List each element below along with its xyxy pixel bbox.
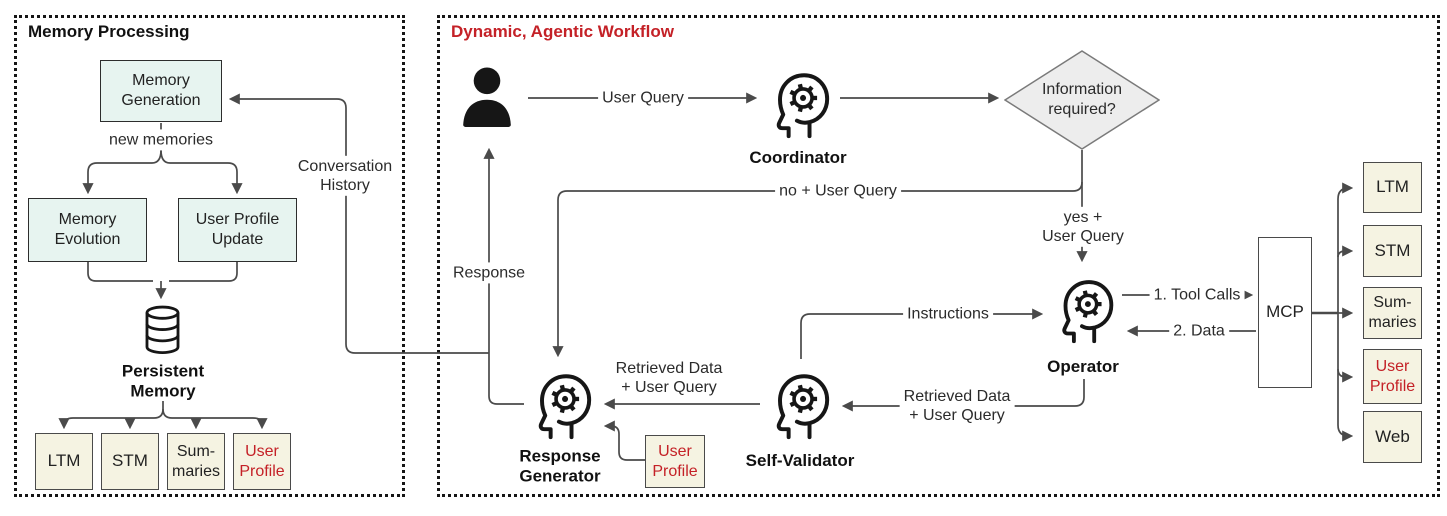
user-profile-update-box: User Profile Update (178, 198, 297, 262)
mcp-box: MCP (1258, 237, 1312, 388)
memory-evolution-box: Memory Evolution (28, 198, 147, 262)
data-return-label: 2. Data (1169, 320, 1229, 342)
user-query-label: User Query (598, 87, 688, 109)
yes-branch-label: yes + User Query (1038, 206, 1128, 248)
user-profile-store-box: User Profile (233, 433, 291, 490)
tool-calls-label: 1. Tool Calls (1149, 284, 1245, 306)
memory-panel-title: Memory Processing (28, 22, 190, 41)
response-label: Response (448, 262, 530, 284)
user-person-icon (452, 56, 522, 142)
response-generator-label: Response Generator (519, 446, 601, 486)
persistent-memory-label: Persistent Memory (121, 361, 205, 401)
mcp-user-profile-box: User Profile (1363, 349, 1422, 404)
database-icon (139, 303, 186, 359)
mcp-summaries-box: Sum- maries (1363, 287, 1422, 339)
user-profile-input-box: User Profile (645, 435, 705, 488)
conversation-history-label: Conversation History (293, 155, 397, 197)
new-memories-label: new memories (104, 129, 218, 151)
memory-generation-box: Memory Generation (100, 60, 222, 122)
ltm-store-box: LTM (35, 433, 93, 490)
workflow-panel-title: Dynamic, Agentic Workflow (451, 22, 674, 41)
operator-icon (1048, 266, 1118, 352)
stm-store-box: STM (101, 433, 159, 490)
mcp-web-box: Web (1363, 411, 1422, 463)
retrieved-to-validator-label: Retrieved Data + User Query (899, 385, 1015, 427)
self-validator-icon (762, 361, 834, 447)
decision-label: Information required? (1041, 81, 1123, 118)
no-branch-label: no + User Query (775, 180, 901, 202)
coordinator-label: Coordinator (749, 147, 847, 167)
instructions-label: Instructions (903, 303, 993, 325)
mcp-stm-box: STM (1363, 225, 1422, 277)
coordinator-icon (762, 60, 834, 146)
retrieved-to-generator-label: Retrieved Data + User Query (611, 357, 727, 399)
self-validator-label: Self-Validator (745, 450, 855, 470)
response-generator-icon (524, 361, 596, 447)
operator-label: Operator (1047, 356, 1119, 376)
decision-diamond (1004, 50, 1160, 150)
mcp-ltm-box: LTM (1363, 162, 1422, 213)
summaries-store-box: Sum- maries (167, 433, 225, 490)
